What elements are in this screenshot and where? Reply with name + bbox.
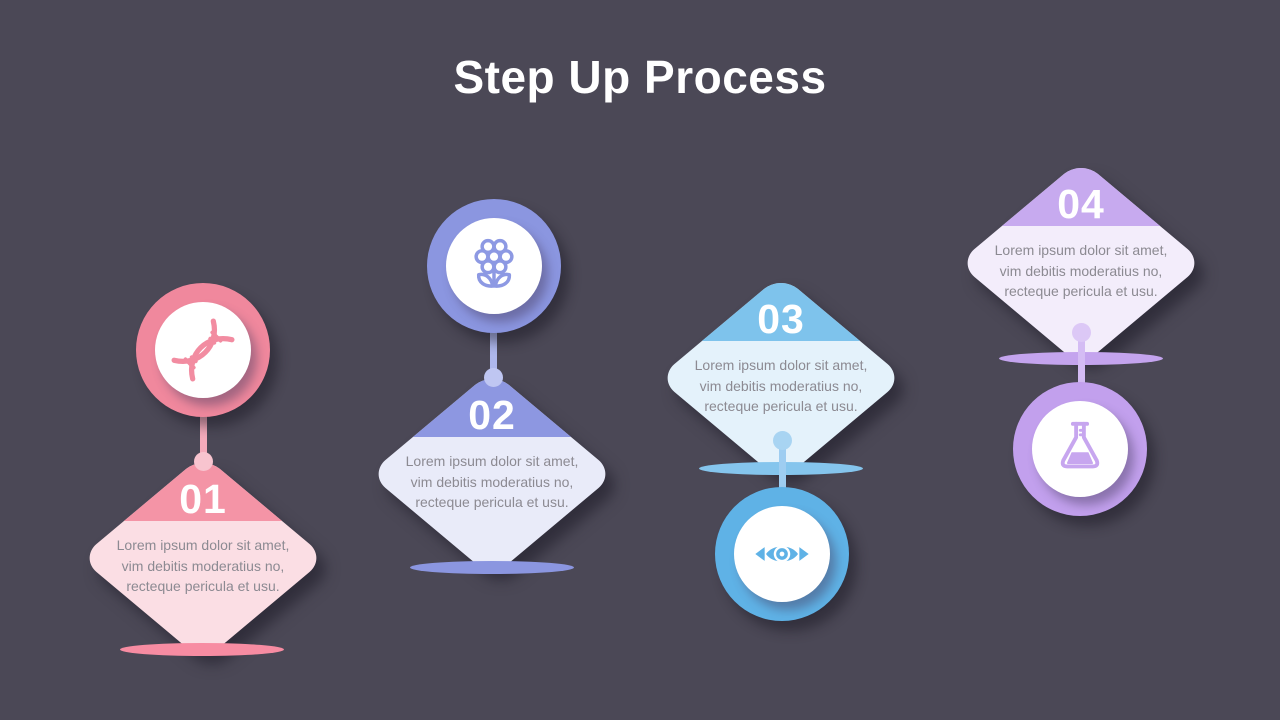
icon-circle — [446, 218, 542, 314]
icon-circle — [734, 506, 830, 602]
card-band-clip — [958, 160, 1204, 226]
connector-dot — [194, 452, 213, 471]
step-card: 04 Lorem ipsum dolor sit amet, vim debit… — [957, 159, 1205, 367]
flower-icon — [474, 238, 514, 288]
card-band-clip — [80, 455, 326, 521]
step-number: 04 — [1057, 181, 1105, 227]
connector-line — [1078, 330, 1085, 392]
connector-line — [200, 408, 207, 464]
card-body — [657, 274, 905, 482]
page-title: Step Up Process — [453, 51, 827, 103]
dna-icon — [171, 318, 235, 382]
card-band — [958, 160, 1204, 226]
step-description: Lorem ipsum dolor sit amet, vim debitis … — [994, 242, 1168, 299]
card-band-clip — [369, 371, 615, 437]
icon-circle — [155, 302, 251, 398]
step-number: 01 — [179, 476, 227, 522]
step-card: 02 Lorem ipsum dolor sit amet, vim debit… — [368, 370, 616, 578]
step-number: 02 — [468, 392, 516, 438]
step-description: Lorem ipsum dolor sit amet, vim debitis … — [694, 357, 868, 414]
connector-line — [779, 437, 786, 497]
card-band — [80, 455, 326, 521]
card-body — [79, 454, 327, 662]
base-ellipse — [699, 462, 863, 475]
step-card: 01 Lorem ipsum dolor sit amet, vim debit… — [79, 454, 327, 662]
base-ellipse — [410, 561, 574, 574]
icon-badge — [136, 283, 270, 417]
flask-icon — [1060, 421, 1100, 469]
base-ellipse — [999, 352, 1163, 365]
card-body — [957, 159, 1205, 367]
base-ellipse — [120, 643, 284, 656]
connector-dot — [1072, 323, 1091, 342]
card-body — [368, 370, 616, 578]
icon-badge — [427, 199, 561, 333]
step-description: Lorem ipsum dolor sit amet, vim debitis … — [405, 453, 579, 510]
connector-line — [490, 325, 497, 380]
step-card: 03 Lorem ipsum dolor sit amet, vim debit… — [657, 274, 905, 482]
step-number: 03 — [757, 296, 805, 342]
card-band — [658, 275, 904, 341]
card-band-clip — [658, 275, 904, 341]
icon-circle — [1032, 401, 1128, 497]
step-description: Lorem ipsum dolor sit amet, vim debitis … — [116, 537, 290, 594]
eye-icon — [755, 545, 809, 563]
connector-dot — [484, 368, 503, 387]
card-band — [369, 371, 615, 437]
connector-dot — [773, 431, 792, 450]
icon-badge — [1013, 382, 1147, 516]
icon-badge — [715, 487, 849, 621]
